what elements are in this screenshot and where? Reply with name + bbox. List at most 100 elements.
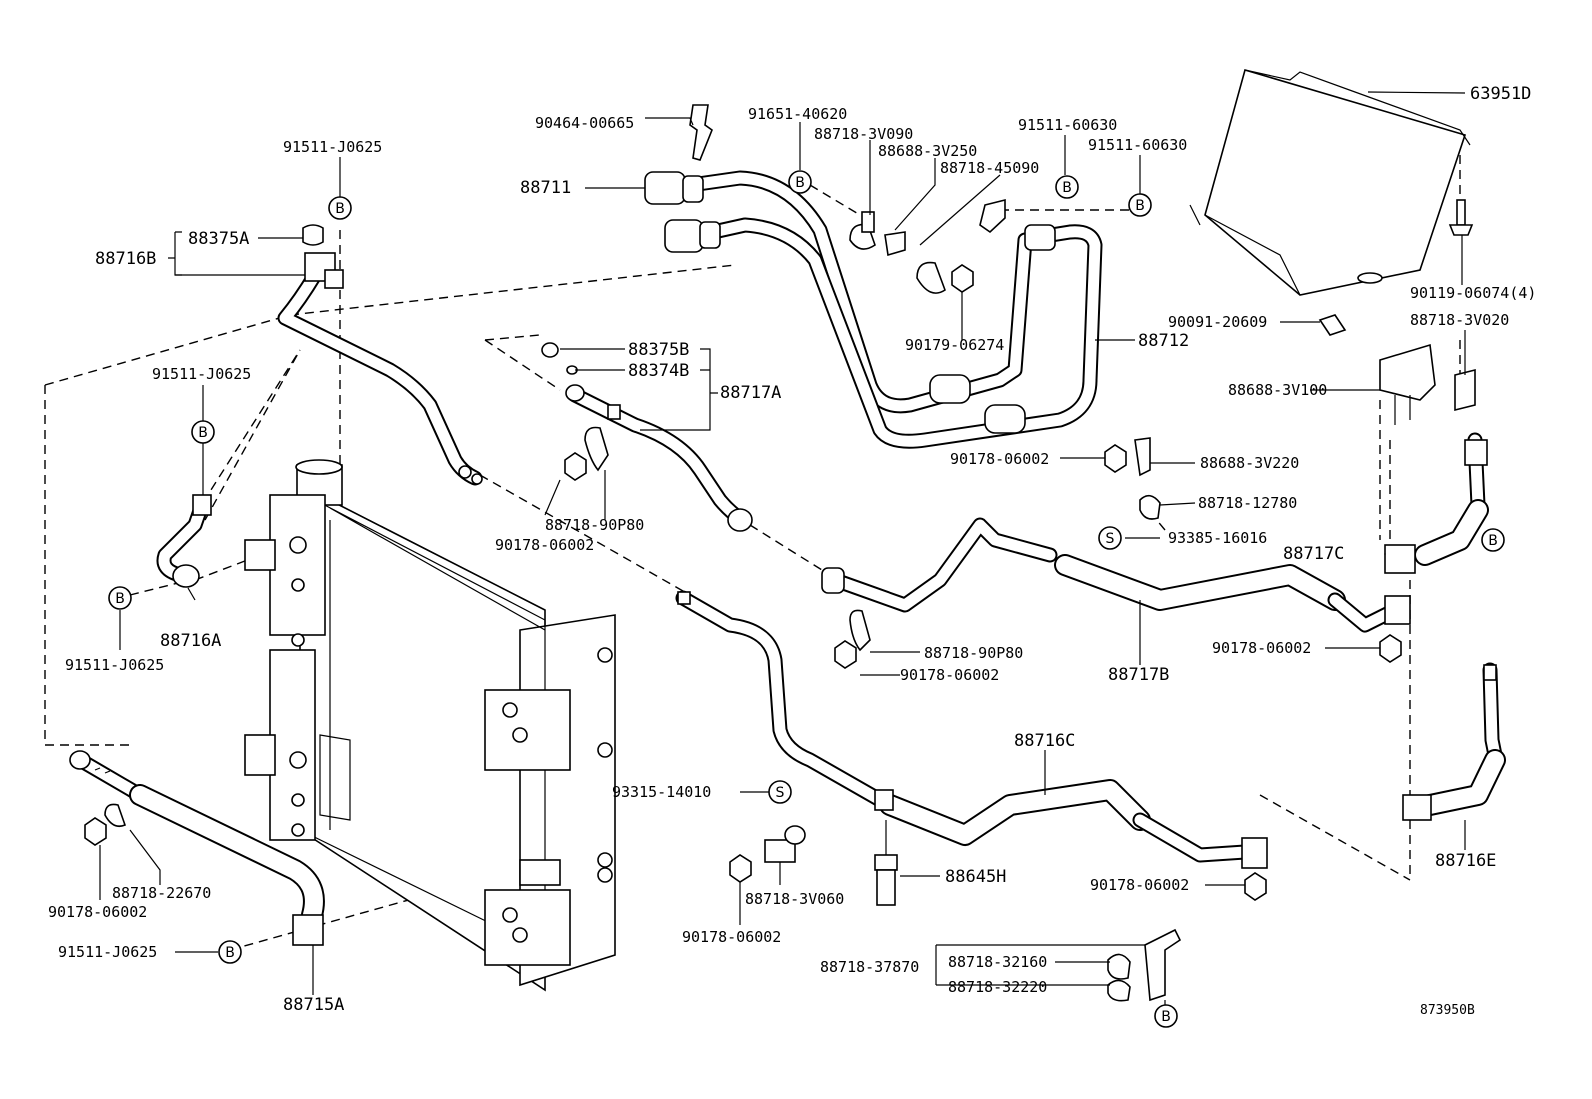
label-88716A: 88716A — [160, 631, 221, 651]
label-88688-3V250: 88688-3V250 — [878, 142, 977, 160]
label-88717B: 88717B — [1108, 665, 1169, 685]
clamp-88718-3V020 — [1454, 368, 1476, 412]
condenser-assembly — [244, 459, 616, 992]
bolt-symbol-b: B — [198, 425, 208, 441]
label-91511-60630-b: 91511-60630 — [1088, 136, 1187, 154]
label-91511-J0625-left: 91511-J0625 — [65, 656, 164, 674]
bracket-88688-3V100 — [1379, 343, 1436, 425]
hose-88717B — [821, 517, 1411, 633]
label-88718-22670: 88718-22670 — [112, 884, 211, 902]
circled-b-symbols: B B B B B B B B B — [108, 170, 1505, 1028]
hose-88715A — [69, 750, 325, 946]
label-93315-14010: 93315-14010 — [612, 783, 711, 801]
screw-symbol-s: S — [1106, 531, 1115, 547]
bolt-symbol-b: B — [335, 201, 345, 217]
label-88718-45090: 88718-45090 — [940, 159, 1039, 177]
label-88375A: 88375A — [188, 229, 249, 249]
cap-88375A — [302, 224, 324, 246]
label-90178-06002-a: 90178-06002 — [950, 450, 1049, 468]
label-90178-06002-e: 90178-06002 — [48, 903, 147, 921]
label-88718-3V060: 88718-3V060 — [745, 890, 844, 908]
label-88718-12780: 88718-12780 — [1198, 494, 1297, 512]
label-90091-20609: 90091-20609 — [1168, 313, 1267, 331]
label-88718-37870: 88718-37870 — [820, 958, 919, 976]
clamp-88718-3V090-tab — [861, 211, 875, 233]
pipe-88716C — [675, 590, 1268, 869]
label-88711: 88711 — [520, 178, 571, 198]
label-88375B: 88375B — [628, 340, 689, 360]
pipe-88716E — [1402, 662, 1506, 821]
label-88688-3V220: 88688-3V220 — [1200, 454, 1299, 472]
hose-88717C — [1384, 432, 1489, 574]
bolt-symbol-b: B — [1161, 1009, 1171, 1025]
leader-lines — [99, 91, 1466, 1005]
label-90178-06002-f: 90178-06002 — [1090, 876, 1189, 894]
nut-90178-06002-mid — [564, 452, 587, 481]
label-88718-90P80-a: 88718-90P80 — [545, 516, 644, 534]
label-88645H: 88645H — [945, 867, 1006, 887]
label-88716B: 88716B — [95, 249, 156, 269]
clamp-88718-45090 — [916, 261, 946, 294]
label-88716C: 88716C — [1014, 731, 1075, 751]
label-91511-J0625-bot: 91511-J0625 — [58, 943, 157, 961]
label-88688-3V100: 88688-3V100 — [1228, 381, 1327, 399]
label-90178-06002-b: 90178-06002 — [495, 536, 594, 554]
pipe-88716B — [277, 252, 483, 486]
label-88718-32160: 88718-32160 — [948, 953, 1047, 971]
nut-90178-06002-low — [729, 854, 752, 883]
label-88717C: 88717C — [1283, 544, 1344, 564]
cover-63951D — [1189, 69, 1471, 296]
label-88717A: 88717A — [720, 383, 781, 403]
nut-90178-06002-d2 — [1379, 634, 1402, 663]
label-91511-J0625-top: 91511-J0625 — [283, 138, 382, 156]
label-90464-00665: 90464-00665 — [535, 114, 634, 132]
nut-90179-06274 — [951, 264, 974, 293]
pipe-88716A — [156, 494, 212, 588]
bracket-88718-37870 — [1107, 928, 1182, 1002]
clamp-88718-90P80-a — [584, 426, 609, 472]
label-88715A: 88715A — [283, 995, 344, 1015]
bolt-symbol-b: B — [225, 945, 235, 961]
bolt-symbol-b: B — [1062, 180, 1072, 196]
clamp-88718-22670 — [104, 803, 127, 828]
pipe-88717A — [541, 342, 753, 532]
label-88716E: 88716E — [1435, 851, 1496, 871]
label-88718-3V090: 88718-3V090 — [814, 125, 913, 143]
label-63951D: 63951D — [1470, 84, 1531, 104]
label-90179-06274: 90179-06274 — [905, 336, 1004, 354]
label-diagram-code: 873950B — [1420, 1003, 1475, 1018]
label-90178-06002-d: 90178-06002 — [1212, 639, 1311, 657]
label-88712: 88712 — [1138, 331, 1189, 351]
clip-90464-00665 — [689, 104, 713, 161]
label-93385-16016: 93385-16016 — [1168, 529, 1267, 547]
label-90119-06074: 90119-06074(4) — [1410, 284, 1536, 302]
pipe-88711-88712 — [644, 170, 1103, 449]
clamp-88718-12780 — [1139, 494, 1161, 520]
sensor-88645H — [874, 820, 898, 906]
label-88718-3V020: 88718-3V020 — [1410, 311, 1509, 329]
label-90178-06002-c: 90178-06002 — [900, 666, 999, 684]
label-88374B: 88374B — [628, 361, 689, 381]
nut-90178-06002-a — [1104, 444, 1127, 473]
bolt-symbol-b: B — [1135, 198, 1145, 214]
label-88718-32220: 88718-32220 — [948, 978, 1047, 996]
label-91651-40620: 91651-40620 — [748, 105, 847, 123]
bracket-88688-3V220 — [1134, 437, 1151, 477]
screw-symbol-s: S — [776, 785, 785, 801]
circled-s-symbols: S S — [768, 526, 1122, 804]
bracket-88688-3V250 — [884, 231, 906, 257]
nut-90178-06002-right — [1244, 872, 1267, 901]
label-91511-60630-a: 91511-60630 — [1018, 116, 1117, 134]
label-91511-J0625-mid: 91511-J0625 — [152, 365, 251, 383]
bolt-symbol-b: B — [1488, 533, 1498, 549]
nut-90178-06002-b2 — [834, 640, 857, 669]
label-90178-06002-g: 90178-06002 — [682, 928, 781, 946]
clamp-88718-90P80-b — [849, 609, 871, 652]
nut-90178-06002-left — [84, 817, 107, 846]
bolt-90119-06074 — [1448, 199, 1474, 236]
part-number-labels: 90464-00665 91651-40620 88718-3V090 8868… — [48, 84, 1536, 1018]
bolt-90091-20609 — [1318, 314, 1347, 336]
bolt-symbol-b: B — [115, 591, 125, 607]
bolt-symbol-b: B — [795, 175, 805, 191]
